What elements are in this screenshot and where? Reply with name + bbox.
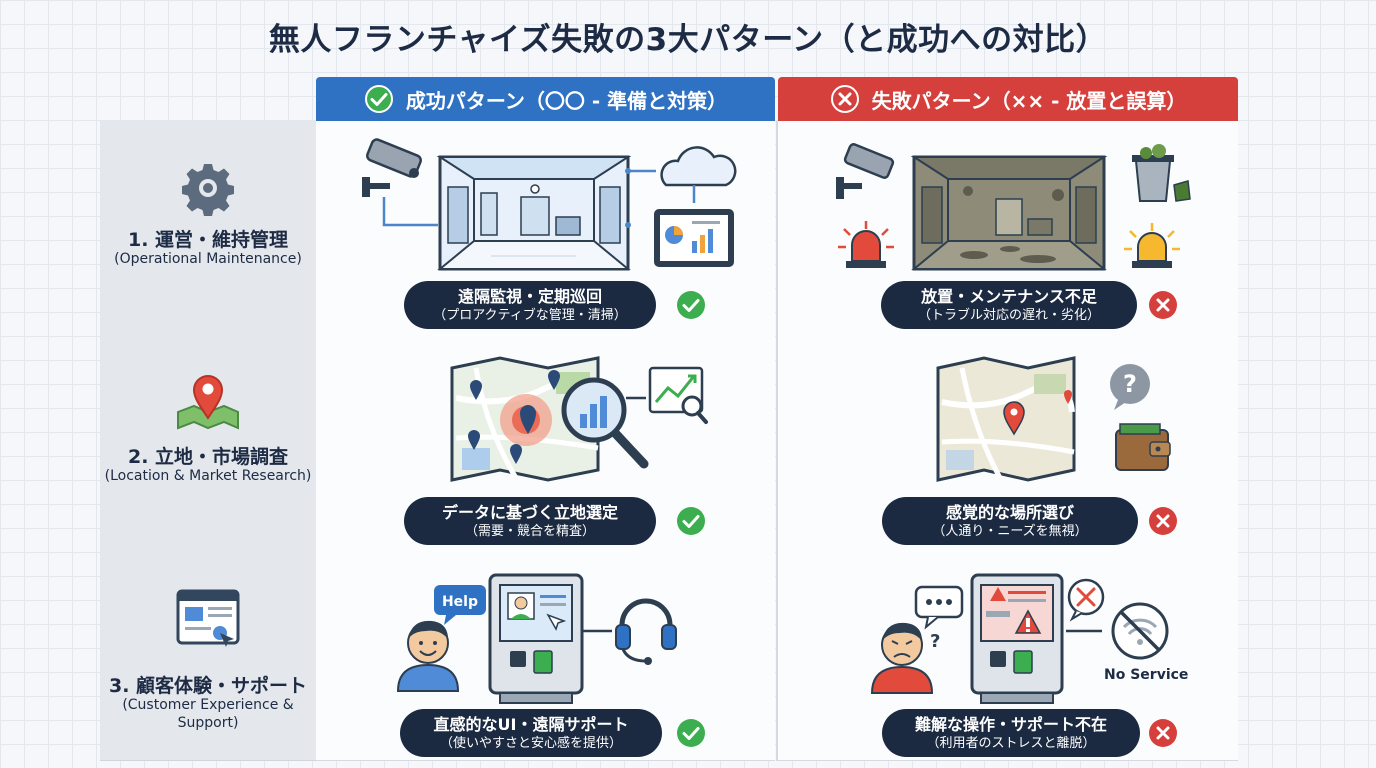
cloud-icon	[660, 146, 737, 187]
failure-pill: 感覚的な場所選び （人通り・ニーズを無視）	[882, 497, 1138, 545]
neglected-store-illustration	[836, 143, 1191, 271]
page-title: 無人フランチャイズ失敗の3大パターン（と成功への対比）	[268, 22, 1108, 58]
cell-operations-success: 遠隔監視・定期巡回 （プロアクティブな管理・清掃）	[316, 121, 775, 339]
column-divider	[776, 121, 778, 761]
no-service-label: No Service	[1104, 667, 1189, 683]
question-bubble-icon: ?	[1110, 364, 1150, 410]
pill-subtitle: （人通り・ニーズを無視）	[932, 523, 1088, 539]
row-label-title: 1. 運営・維持管理	[127, 229, 289, 251]
tablet-dashboard-icon	[654, 209, 734, 267]
success-pill: 遠隔監視・定期巡回 （プロアクティブな管理・清掃）	[404, 281, 656, 329]
guesswork-map-illustration: ?	[936, 356, 1171, 482]
pill-subtitle: （トラブル対応の遅れ・劣化）	[917, 307, 1100, 323]
success-pill: 直感的なUI・遠隔サポート （使いやすさと安心感を提供）	[400, 709, 662, 757]
x-circle-icon	[830, 85, 859, 113]
self-service-kiosk-icon	[488, 573, 584, 704]
trend-chart-magnifier-icon	[648, 366, 708, 424]
row-label-location: 2. 立地・市場調査 (Location & Market Research)	[100, 338, 316, 556]
row-label-subtitle: (Location & Market Research)	[104, 468, 312, 484]
row-label-title: 3. 顧客体験・サポート	[108, 675, 308, 697]
row-label-subtitle: (Customer Experience &	[122, 697, 294, 713]
overflowing-trash-icon	[1132, 144, 1191, 202]
x-circle-icon	[1149, 507, 1177, 535]
cell-customer-success: Help	[316, 555, 775, 761]
help-bubble-icon: Help	[434, 585, 486, 625]
magnifier-analytics-icon	[561, 377, 649, 469]
security-camera-icon	[836, 143, 895, 199]
svg-text:?: ?	[930, 631, 940, 652]
x-circle-icon	[1149, 719, 1177, 747]
check-circle-icon	[677, 719, 705, 747]
failure-column-title: 失敗パターン（×× - 放置と誤算）	[871, 88, 1187, 113]
x-bubble-icon	[1067, 578, 1105, 622]
row-label-subtitle: (Operational Maintenance)	[114, 251, 302, 267]
pill-title: 遠隔監視・定期巡回	[457, 286, 602, 306]
plain-map-illustration	[936, 356, 1076, 482]
gear-icon	[182, 164, 234, 216]
security-camera-icon	[362, 138, 422, 197]
happy-customer-icon	[396, 620, 460, 692]
x-circle-icon	[1149, 291, 1177, 319]
no-wifi-icon	[1111, 602, 1169, 660]
failure-column-header: 失敗パターン（×× - 放置と誤算）	[778, 77, 1238, 121]
cell-location-failure: ? 感覚的な場所選び （人通り・ニーズを無視）	[778, 338, 1238, 556]
success-column-header: 成功パターン（〇〇 - 準備と対策）	[316, 77, 775, 121]
row-label-operations: 1. 運営・維持管理 (Operational Maintenance)	[100, 121, 316, 339]
check-circle-icon	[677, 291, 705, 319]
cell-customer-failure: ?	[778, 555, 1238, 761]
empty-wallet-icon	[1115, 423, 1171, 471]
svg-text:?: ?	[1123, 370, 1137, 398]
pill-title: 放置・メンテナンス不足	[921, 286, 1097, 306]
data-map-illustration	[450, 356, 600, 482]
ellipsis-bubble-icon: ?	[914, 585, 964, 652]
clean-store-illustration	[436, 155, 632, 271]
help-text: Help	[442, 594, 478, 610]
failure-pill: 難解な操作・サポート不在 （利用者のストレスと離脱）	[882, 709, 1140, 757]
pill-title: 直感的なUI・遠隔サポート	[433, 714, 629, 734]
browser-window-icon	[176, 589, 240, 647]
confusing-kiosk-illustration: ?	[870, 573, 1169, 704]
warning-light-icon	[1124, 223, 1180, 268]
pill-title: 難解な操作・サポート不在	[914, 714, 1107, 734]
pill-title: 感覚的な場所選び	[945, 502, 1074, 522]
remote-monitoring-illustration	[362, 138, 737, 271]
success-pill: データに基づく立地選定 （需要・競合を精査）	[404, 497, 656, 545]
row-label-subtitle-2: Support)	[177, 715, 239, 731]
intuitive-kiosk-illustration: Help	[396, 573, 677, 704]
pill-subtitle: （利用者のストレスと離脱）	[926, 735, 1096, 751]
row-label-customer: 3. 顧客体験・サポート (Customer Experience & Supp…	[100, 555, 316, 761]
check-circle-icon	[364, 85, 393, 113]
map-pin-icon	[177, 375, 239, 430]
data-driven-map-illustration	[450, 356, 708, 482]
success-column-title: 成功パターン（〇〇 - 準備と対策）	[405, 88, 728, 113]
check-circle-icon	[677, 507, 705, 535]
pill-subtitle: （需要・競合を精査）	[464, 523, 595, 539]
frustrated-customer-icon	[870, 622, 934, 694]
pill-subtitle: （プロアクティブな管理・清掃）	[433, 307, 627, 323]
failure-pill: 放置・メンテナンス不足 （トラブル対応の遅れ・劣化）	[881, 281, 1137, 329]
cell-location-success: データに基づく立地選定 （需要・競合を精査）	[316, 338, 775, 556]
row-label-title: 2. 立地・市場調査	[127, 446, 289, 468]
pill-subtitle: （使いやすさと安心感を提供）	[439, 735, 622, 751]
headset-icon	[615, 598, 677, 665]
alarm-siren-icon	[838, 221, 894, 268]
error-kiosk-icon	[970, 573, 1064, 704]
pill-title: データに基づく立地選定	[441, 502, 618, 522]
dirty-store-illustration	[910, 155, 1108, 271]
cell-operations-failure: 放置・メンテナンス不足 （トラブル対応の遅れ・劣化）	[778, 121, 1238, 339]
